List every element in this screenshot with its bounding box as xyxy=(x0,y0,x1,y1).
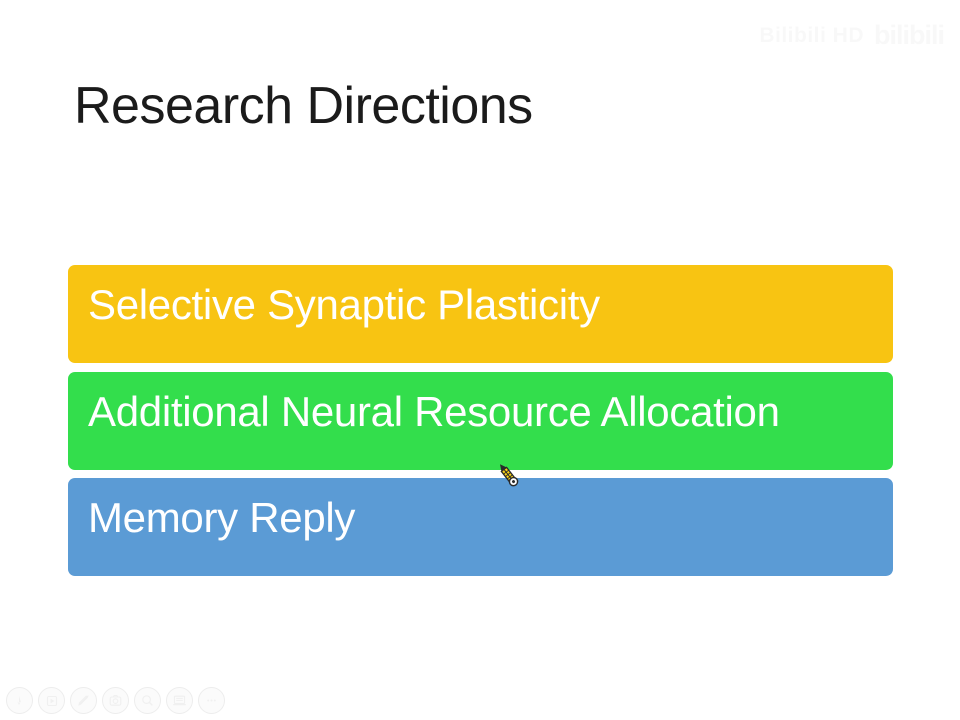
research-direction-bar-additional-neural-resource-allocation[interactable]: Additional Neural Resource Allocation xyxy=(68,372,893,470)
camera-icon[interactable] xyxy=(102,687,129,714)
page-title: Research Directions xyxy=(74,77,533,135)
bar-label: Additional Neural Resource Allocation xyxy=(88,388,780,435)
pointer-icon[interactable] xyxy=(6,687,33,714)
presentation-icon[interactable] xyxy=(166,687,193,714)
bar-label: Memory Reply xyxy=(88,494,356,541)
pen-icon[interactable] xyxy=(70,687,97,714)
research-direction-bar-selective-synaptic-plasticity[interactable]: Selective Synaptic Plasticity xyxy=(68,265,893,363)
watermark-text: Bilibili HD xyxy=(759,24,864,48)
more-icon[interactable] xyxy=(198,687,225,714)
presentation-toolbar xyxy=(6,687,225,714)
bilibili-logo-icon: bilibili xyxy=(874,20,944,51)
play-icon[interactable] xyxy=(38,687,65,714)
watermark: Bilibili HD bilibili xyxy=(759,20,944,51)
search-icon[interactable] xyxy=(134,687,161,714)
research-direction-bar-memory-reply[interactable]: Memory Reply xyxy=(68,478,893,576)
bar-label: Selective Synaptic Plasticity xyxy=(88,281,600,328)
